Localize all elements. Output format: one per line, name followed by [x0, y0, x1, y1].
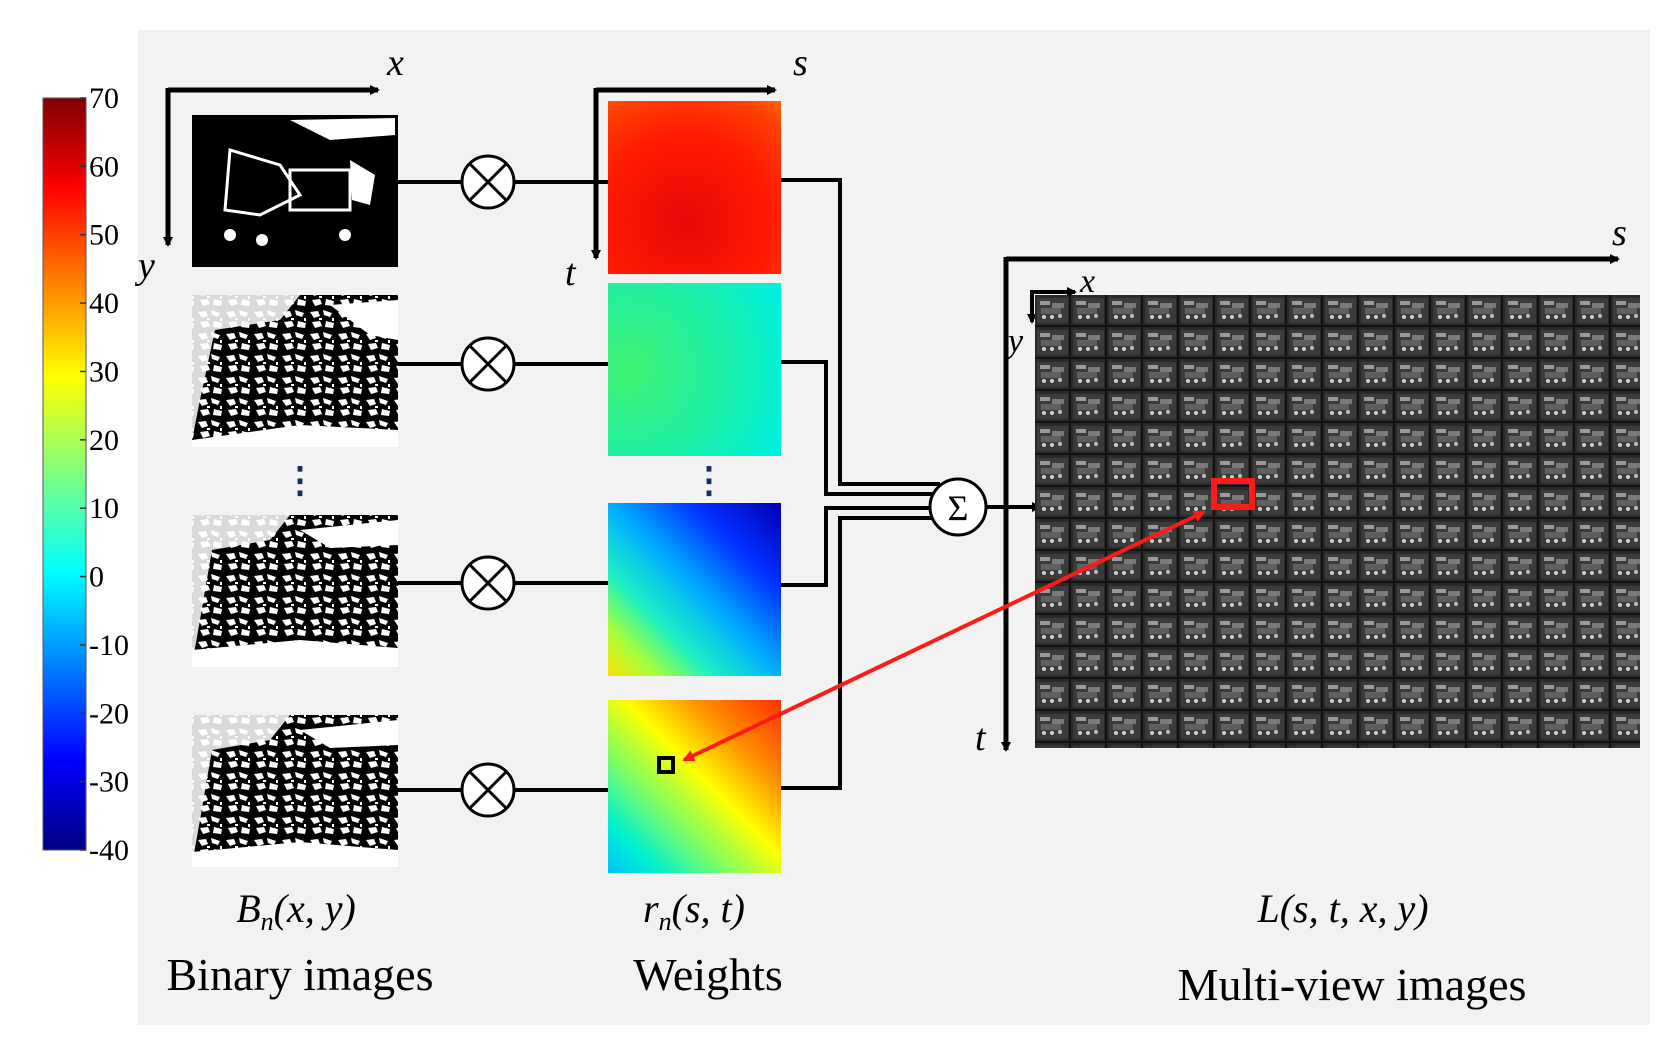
weight-axis-t-label: t [565, 252, 577, 294]
colorbar-tick-label: 50 [89, 219, 119, 252]
colorbar-tick-label: 10 [89, 492, 119, 525]
view-axis-x-label: x [1079, 263, 1095, 300]
colorbar-ticks: 70 60 50 40 30 20 10 0 -10 -20 -30 -40 [80, 82, 129, 867]
binary-image-1 [192, 115, 398, 267]
selected-weight-marker [657, 756, 675, 774]
colorbar-tick-label: 60 [89, 150, 119, 183]
multiview-caption: Multi-view images [1178, 959, 1527, 1010]
binary-image-2 [192, 295, 398, 447]
multiview-grid [1035, 295, 1640, 748]
weight-map-1 [608, 101, 781, 274]
colorbar-tick-label: 20 [89, 424, 119, 457]
multiply-icon [460, 555, 516, 611]
binary-axes [163, 85, 380, 247]
multiply-operators [460, 154, 516, 818]
view-axes [1027, 287, 1077, 324]
weights-caption: Weights [633, 949, 783, 1000]
svg-text:Σ: Σ [948, 488, 969, 528]
colorbar-tick-label: -40 [89, 834, 129, 867]
binary-axis-y-label: y [134, 245, 155, 287]
colorbar-tick-label: 30 [89, 355, 119, 388]
binary-caption: Binary images [167, 949, 434, 1000]
weights-formula: rn(s, t) [643, 886, 745, 936]
selected-view-box [1211, 478, 1255, 510]
correspondence-arrow [682, 510, 1206, 762]
colorbar-tick-label: -10 [89, 629, 129, 662]
multiply-icon [460, 154, 516, 210]
binary-image-4 [192, 715, 398, 867]
binary-ellipsis: ⋮ [282, 460, 318, 500]
colorbar: 70 60 50 40 30 20 10 0 -10 -20 -30 -40 [42, 82, 129, 867]
weight-map-2 [608, 283, 781, 456]
weight-ellipsis: ⋮ [691, 460, 727, 500]
multiview-axis-t-label: t [975, 717, 987, 759]
binary-formula: Bn(x, y) [236, 886, 356, 936]
colorbar-tick-label: 70 [89, 82, 119, 115]
colorbar-tick-label: 0 [89, 561, 104, 594]
binary-axis-x-label: x [386, 42, 404, 84]
multiply-icon [460, 336, 516, 392]
weight-map-3 [608, 503, 781, 676]
multiply-icon [460, 762, 516, 818]
colorbar-tick-label: 40 [89, 287, 119, 320]
colorbar-tick-label: -30 [89, 766, 129, 799]
sum-icon: Σ [928, 477, 988, 537]
colorbar-tick-label: -20 [89, 697, 129, 730]
weight-axis-s-label: s [793, 42, 808, 84]
colorbar-gradient [42, 97, 87, 851]
weight-axes [591, 85, 777, 260]
binary-image-3 [192, 515, 398, 667]
multiview-formula: L(s, t, x, y) [1256, 886, 1428, 931]
multiview-axis-s-label: s [1612, 212, 1627, 254]
view-axis-y-label: y [1005, 323, 1024, 360]
